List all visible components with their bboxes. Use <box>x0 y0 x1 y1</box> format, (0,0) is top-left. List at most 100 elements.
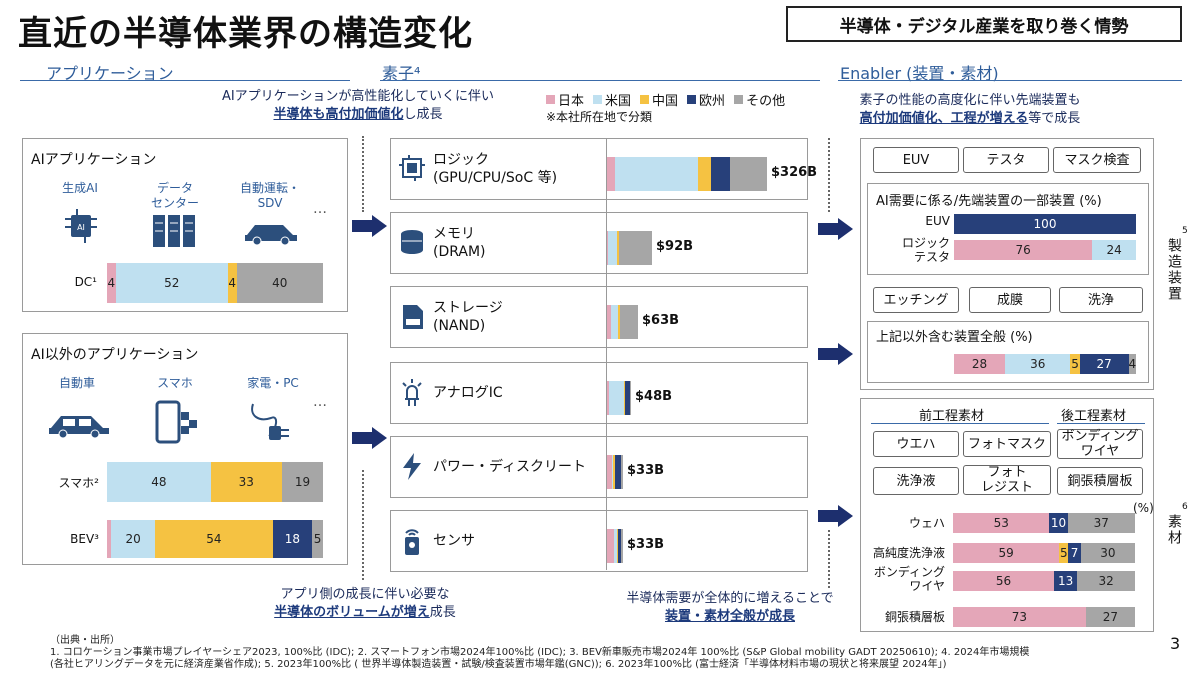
legend-label: 日本 <box>558 94 585 109</box>
bar-segment <box>616 231 619 265</box>
device-name: パワー・ディスクリート <box>433 459 587 475</box>
bar-segment <box>623 381 625 415</box>
bar-segment <box>629 381 631 415</box>
legend-item: その他 <box>734 90 785 109</box>
bar-segment: 40 <box>236 263 323 303</box>
device-row: ロジック (GPU/CPU/SoC 等)$326B <box>390 138 817 200</box>
material-row-label: ウェハ <box>908 516 945 530</box>
bar-segment: 32 <box>1077 571 1135 591</box>
bar-segment: 56 <box>953 571 1054 591</box>
material-ccl: 銅張積層板 <box>1057 467 1143 495</box>
device-name: アナログIC <box>433 385 503 401</box>
equip-deposition: 成膜 <box>969 287 1051 313</box>
note-bottom-left: アプリ側の成長に伴い必要な 半導体のボリュームが増え成長 <box>274 587 456 620</box>
legend-label: 米国 <box>605 94 632 109</box>
bar-segment <box>614 529 617 563</box>
bar-segment <box>613 455 615 489</box>
app-label-appliance: 家電・PC <box>247 376 299 390</box>
arrow-right-icon <box>838 343 853 365</box>
device-share-bar <box>607 381 631 415</box>
ai-chip-icon: AI <box>65 209 97 243</box>
section-enabler-line <box>838 80 1182 81</box>
bar-segment: 33 <box>210 462 282 502</box>
device-share-bar <box>607 231 652 265</box>
arrow-stem-4 <box>818 348 838 360</box>
bar-segment <box>618 529 621 563</box>
device-market-size: $33B <box>627 537 665 552</box>
materials-side-sup: 6 <box>1182 502 1188 512</box>
bar-segment <box>614 455 622 489</box>
bar-segment <box>697 157 711 191</box>
bar-segment: 19 <box>281 462 323 502</box>
svg-text:AI: AI <box>77 223 85 232</box>
equip-etching: エッチング <box>873 287 959 313</box>
led-icon <box>402 379 422 406</box>
bar-segment: 30 <box>1080 543 1135 563</box>
bar-segment <box>620 529 623 563</box>
material-row-label: 銅張積層板 <box>884 610 945 624</box>
material-bonding-wire: ボンディング ワイヤ <box>1057 429 1143 459</box>
bar-segment <box>615 157 698 191</box>
device-name: メモリ (DRAM) <box>433 226 486 260</box>
dc-row-label: DC¹ <box>74 275 97 289</box>
material-row-label: 高純度洗浄液 <box>872 546 945 560</box>
bar-segment <box>710 157 730 191</box>
car-icon <box>245 225 297 245</box>
legend-label: 欧州 <box>699 94 726 109</box>
note-top-left: AIアプリケーションが高性能化していくに伴い 半導体も高付加価値化し成長 <box>221 89 495 122</box>
device-market-size: $33B <box>627 463 665 478</box>
bar-segment: 5 <box>1070 354 1080 374</box>
device-row: アナログIC$48B <box>390 362 808 424</box>
page-number: 3 <box>1170 634 1181 653</box>
materials-pct-label: (%) <box>1133 501 1154 515</box>
device-share-bar <box>607 305 638 339</box>
bar-segment <box>611 455 614 489</box>
equip-mask-inspection: マスク検査 <box>1053 147 1141 173</box>
front-process-head: 前工程素材 <box>919 409 985 424</box>
note-top-right: 素子の性能の高度化に伴い先端装置も 高付加価値化、工程が増える等で成長 <box>859 93 1081 126</box>
page-title: 直近の半導体業界の構造変化 <box>18 14 473 54</box>
sd-card-icon <box>403 305 423 329</box>
arrow-stem-2 <box>352 432 372 444</box>
plug-icon <box>251 403 289 440</box>
device-share-bar <box>607 157 767 191</box>
material-wafer: ウエハ <box>873 431 959 457</box>
legend-item: 中国 <box>640 90 678 109</box>
legend-swatch <box>687 95 697 104</box>
connector-bottom-right <box>828 530 830 588</box>
bar-segment: 27 <box>1079 354 1129 374</box>
equipment-side-label: 製造装置 <box>1166 238 1182 302</box>
section-device: 素子⁴ <box>382 64 421 83</box>
bar-segment: 37 <box>1067 513 1135 533</box>
front-head-line <box>871 423 1049 424</box>
bar-segment <box>607 231 608 265</box>
legend-item: 米国 <box>593 90 631 109</box>
smartphone-row-label: スマホ² <box>58 476 99 490</box>
device-row: センサ $33B <box>390 510 808 572</box>
section-enabler: Enabler (装置・素材) <box>840 64 999 83</box>
topic-tag: 半導体・デジタル産業を取り巻く情勢 <box>786 6 1182 42</box>
bar-segment <box>619 305 638 339</box>
bar-segment: 54 <box>154 520 273 558</box>
app-label-autonomous: 自動運転・ SDV <box>239 181 300 210</box>
bar-segment <box>610 305 619 339</box>
bar-segment <box>607 381 610 415</box>
note-bottom-right: 半導体需要が全体的に増えることで 装置・素材全般が成長 <box>626 591 834 624</box>
equipment-side-sup: 5 <box>1182 226 1188 236</box>
arrow-stem-3 <box>818 223 838 235</box>
device-share-bar <box>607 529 623 563</box>
arrow-right-icon <box>838 218 853 240</box>
connector-top-right <box>828 138 830 212</box>
arrow-right-icon <box>372 215 387 237</box>
bar-segment: 24 <box>1092 240 1136 260</box>
device-name: センサ <box>433 533 475 549</box>
arrow-right-icon <box>838 505 853 527</box>
bar-segment: 100 <box>954 214 1136 234</box>
footnote-source: （出典・出所） <box>50 635 120 646</box>
